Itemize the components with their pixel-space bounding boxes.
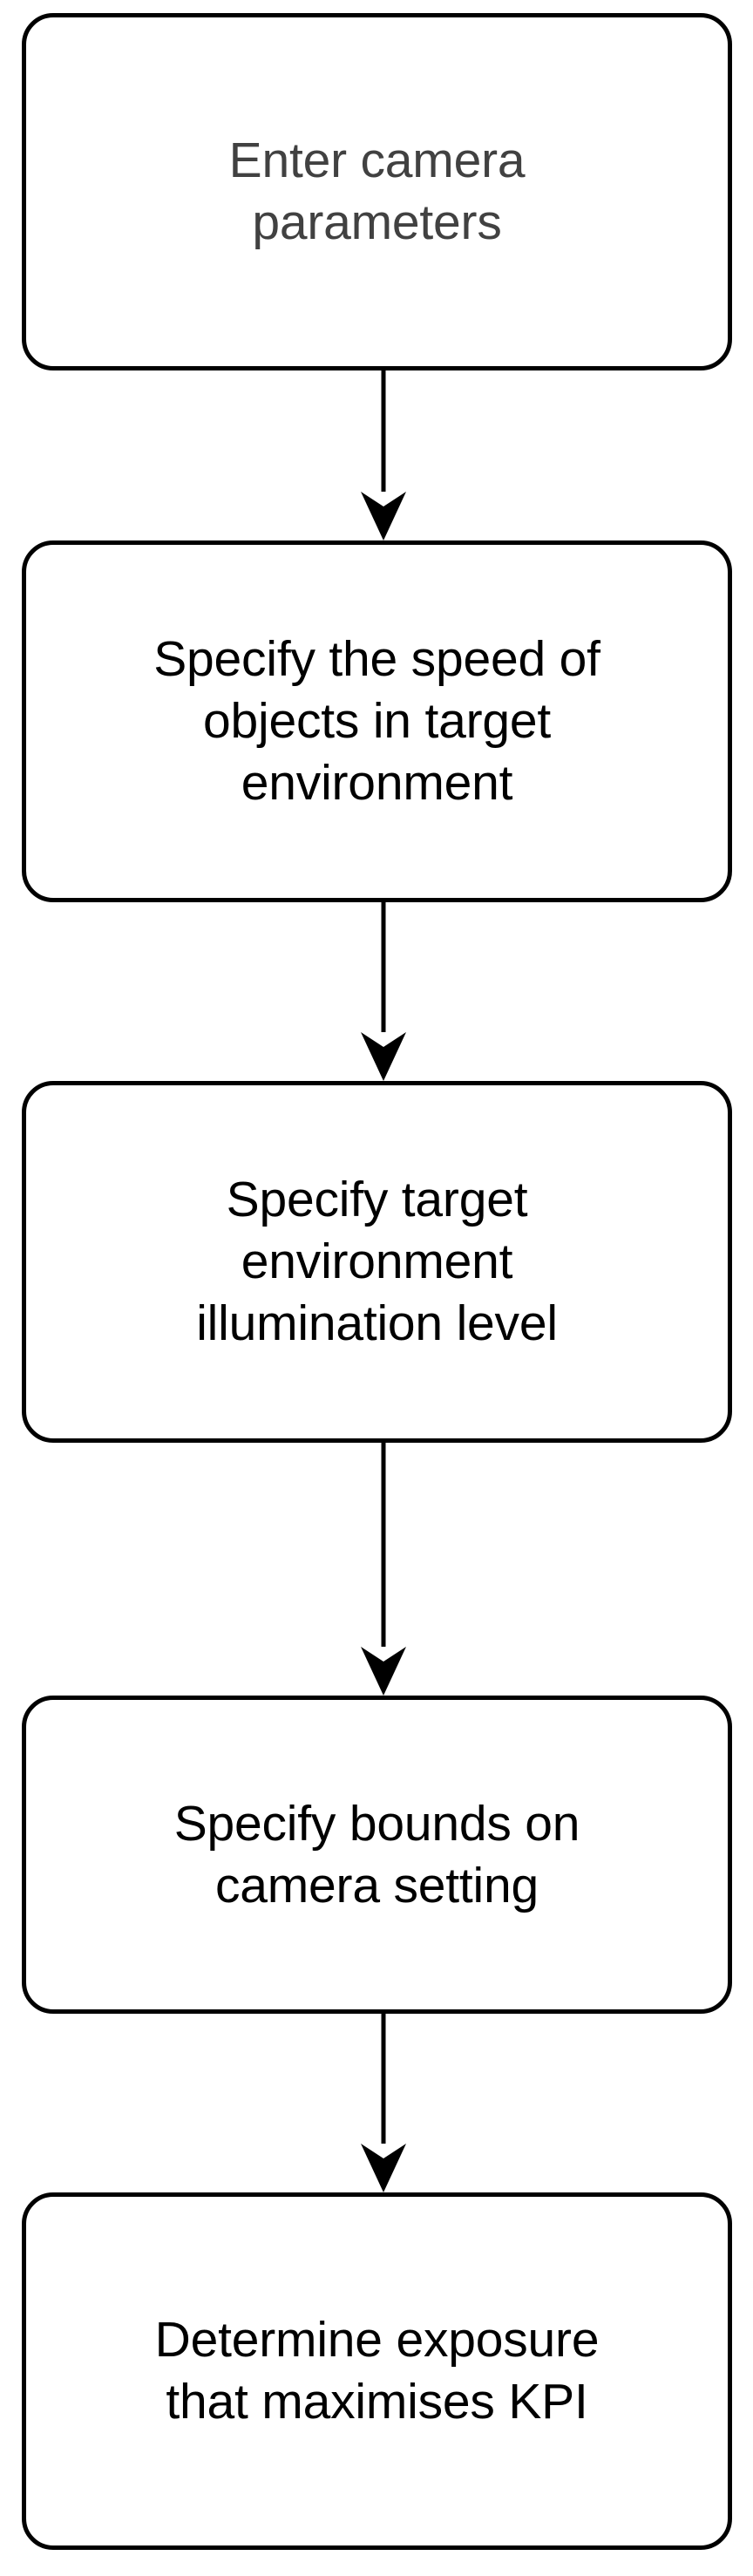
arrow-shaft [381,370,386,498]
flowchart-node-determine-exposure[interactable]: Determine exposure that maximises KPI [22,2192,732,2550]
flowchart-node-label: Specify the speed of objects in target e… [153,631,600,811]
flowchart-node-specify-illumination-level[interactable]: Specify target environment illumination … [22,1081,732,1443]
flowchart-node-label: Specify bounds on camera setting [173,1795,580,1913]
arrow-head-icon [361,492,406,540]
flowchart-node-label: Specify target environment illumination … [196,1172,558,1351]
flowchart-node-specify-object-speed[interactable]: Specify the speed of objects in target e… [22,540,732,902]
arrow-head-icon [361,1647,406,1696]
flowchart-node-label: Determine exposure that maximises KPI [154,2312,600,2430]
flowchart-node-enter-camera-parameters[interactable]: Enter camera parameters [22,13,732,370]
flowchart-node-label: Enter camera parameters [228,133,526,250]
arrow-head-icon [361,1032,406,1081]
arrow-shaft [381,902,386,1038]
arrow-shaft [381,1443,386,1653]
flowchart-node-specify-camera-setting-bounds[interactable]: Specify bounds on camera setting [22,1696,732,2014]
arrow-head-icon [361,2144,406,2192]
arrow-shaft [381,2014,386,2150]
